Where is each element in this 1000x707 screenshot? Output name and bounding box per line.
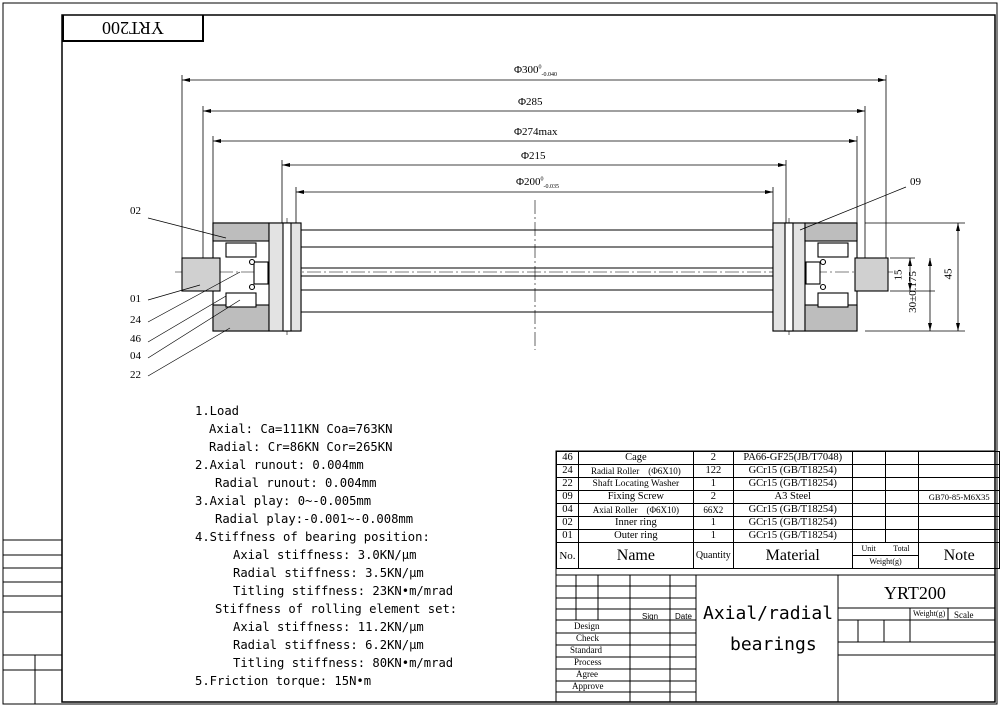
table-row: 04 Axial Roller (Φ6X10) 66X2 GCr15 (GB/T… xyxy=(556,503,1000,517)
note-line: Stiffness of rolling element set: xyxy=(215,602,458,616)
left-section xyxy=(181,222,302,332)
note-line: 3.Axial play: 0~-0.005mm xyxy=(195,494,372,508)
note-line: Titling stiffness: 23KN•m/mrad xyxy=(233,584,454,598)
dim-d285: Φ285 xyxy=(518,96,543,108)
right-section xyxy=(772,222,889,332)
dim-h45: 45 xyxy=(942,268,955,280)
callout-24: 24 xyxy=(130,314,141,326)
date-label: Date xyxy=(675,612,692,621)
note-line: Axial stiffness: 11.2KN/μm xyxy=(233,620,424,634)
drawing-border xyxy=(61,14,996,703)
callout-22: 22 xyxy=(130,369,141,381)
sign-label: Sign xyxy=(642,612,659,621)
dim-d215: Φ215 xyxy=(521,150,546,162)
technical-notes: 1.Load Axial: Ca=111KN Coa=763KN Radial:… xyxy=(195,402,457,690)
top-title-text: YRT200 xyxy=(102,18,164,38)
table-row: 22 Shaft Locating Washer 1 GCr15 (GB/T18… xyxy=(556,477,1000,491)
note-line: Radial stiffness: 6.2KN/μm xyxy=(233,638,424,652)
left-margin-strips xyxy=(3,539,62,704)
dim-d274: Φ274max xyxy=(514,126,558,138)
note-line: Axial: Ca=111KN Coa=763KN xyxy=(209,422,393,436)
callout-09: 09 xyxy=(910,176,921,188)
callout-01: 01 xyxy=(130,293,141,305)
table-row: 09 Fixing Screw 2 A3 Steel GB70-85-M6X35 xyxy=(556,490,1000,504)
callout-46: 46 xyxy=(130,333,141,345)
table-row: 24 Radial Roller (Φ6X10) 122 GCr15 (GB/T… xyxy=(556,464,1000,478)
note-line: Radial: Cr=86KN Cor=265KN xyxy=(209,440,393,454)
dimension-arrows xyxy=(182,78,960,331)
note-line: Radial stiffness: 3.5KN/μm xyxy=(233,566,424,580)
product-name-line2: bearings xyxy=(730,634,817,655)
note-line: 1.Load xyxy=(195,404,240,418)
callout-04: 04 xyxy=(130,350,141,362)
dimension-lines xyxy=(181,75,965,332)
note-line: Radial runout: 0.004mm xyxy=(215,476,377,490)
role-approve: Approve xyxy=(572,681,604,691)
table-row: 02 Inner ring 1 GCr15 (GB/T18254) xyxy=(556,516,1000,530)
dim-d200: Φ2000-0.035 xyxy=(516,176,560,191)
role-check: Check xyxy=(576,633,599,643)
bearing-bore-lines xyxy=(300,229,773,313)
note-line: 2.Axial runout: 0.004mm xyxy=(195,458,364,472)
note-line: Titling stiffness: 80KN•m/mrad xyxy=(233,656,454,670)
role-agree: Agree xyxy=(576,669,598,679)
role-process: Process xyxy=(574,657,602,667)
bom-header-row: No. Name Quantity Material Unit Total We… xyxy=(556,542,1000,569)
role-design: Design xyxy=(574,621,600,631)
weight-label: Weight(g) xyxy=(913,609,946,618)
bom-grid xyxy=(555,450,996,703)
note-line: Radial play:-0.001~-0.008mm xyxy=(215,512,414,526)
scale-label: Scale xyxy=(954,610,974,620)
leader-lines xyxy=(147,186,907,377)
note-line: Axial stiffness: 3.0KN/μm xyxy=(233,548,417,562)
dim-h15: 15 xyxy=(892,269,905,281)
top-title-tab: YRT200 xyxy=(62,15,204,42)
table-row: 46 Cage 2 PA66-GF25(JB/T7048) xyxy=(556,451,1000,465)
table-row: 01 Outer ring 1 GCr15 (GB/T18254) xyxy=(556,529,1000,543)
dim-d300: Φ3000-0.040 xyxy=(514,64,558,79)
dim-h30: 30±0.175 xyxy=(906,271,919,313)
note-line: 4.Stiffness of bearing position: xyxy=(195,530,430,544)
note-line: 5.Friction torque: 15N•m xyxy=(195,674,372,688)
model-name: YRT200 xyxy=(884,583,946,603)
product-name-line1: Axial/radial xyxy=(703,603,834,624)
role-standard: Standard xyxy=(570,645,602,655)
callout-02: 02 xyxy=(130,205,141,217)
bom-table: 46 Cage 2 PA66-GF25(JB/T7048) 24 Radial … xyxy=(556,451,1000,569)
